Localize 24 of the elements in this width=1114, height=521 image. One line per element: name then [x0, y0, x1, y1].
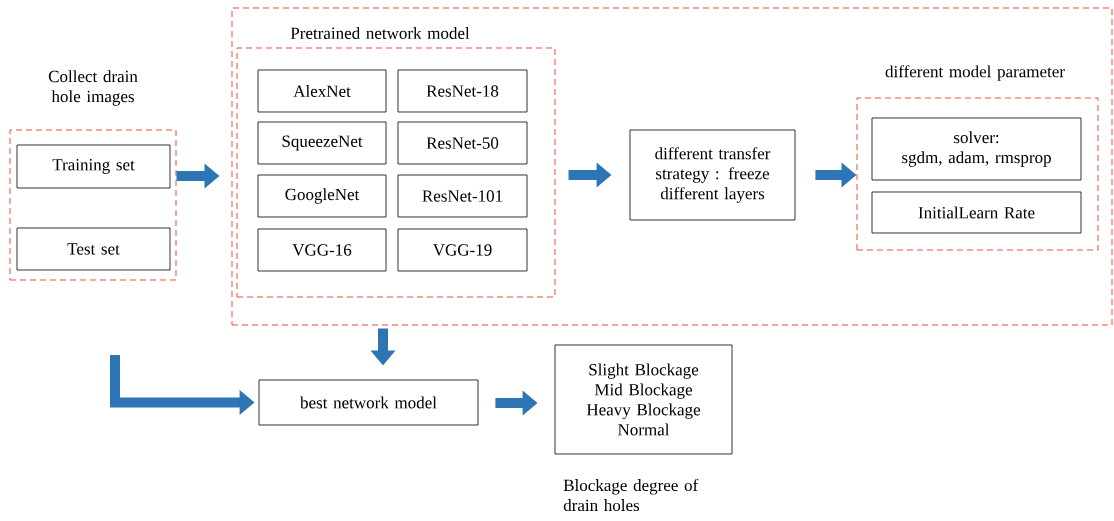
dashed-frame	[231, 7, 1113, 326]
text-box: Test set	[16, 227, 171, 271]
group-heading: Pretrained network model	[290, 27, 470, 39]
text-box: solver: sgdm, adam, rmsprop	[871, 117, 1082, 181]
text-box: InitialLearn Rate	[871, 191, 1082, 234]
group-heading: different model parameter	[885, 65, 1065, 81]
group-heading: Collect drain hole images	[48, 70, 138, 106]
text-box: Training set	[16, 144, 171, 189]
node-label: Heavy Blockage	[586, 403, 701, 419]
text-box: best network model	[258, 379, 479, 426]
text-box: SqueezeNet	[257, 121, 387, 165]
text-box: ResNet-101	[397, 174, 528, 218]
text-box: GoogleNet	[257, 174, 387, 218]
node-label: Slight Blockage	[589, 363, 699, 379]
node-label: Normal	[618, 423, 670, 436]
text-box: ResNet-18	[397, 69, 528, 113]
text-box: ResNet-50	[397, 121, 528, 165]
text-box: AlexNet	[257, 69, 387, 113]
text-box: Slight Blockage Mid Blockage Heavy Blockage Normal	[554, 344, 733, 455]
text-box: different transfer strategy : freeze different layers	[629, 129, 796, 221]
node-label: Mid Blockage	[594, 383, 693, 399]
text-box: VGG-16	[257, 228, 387, 272]
caption-text: Blockage degree of drain holes	[563, 478, 699, 512]
text-box: VGG-19	[397, 228, 528, 272]
